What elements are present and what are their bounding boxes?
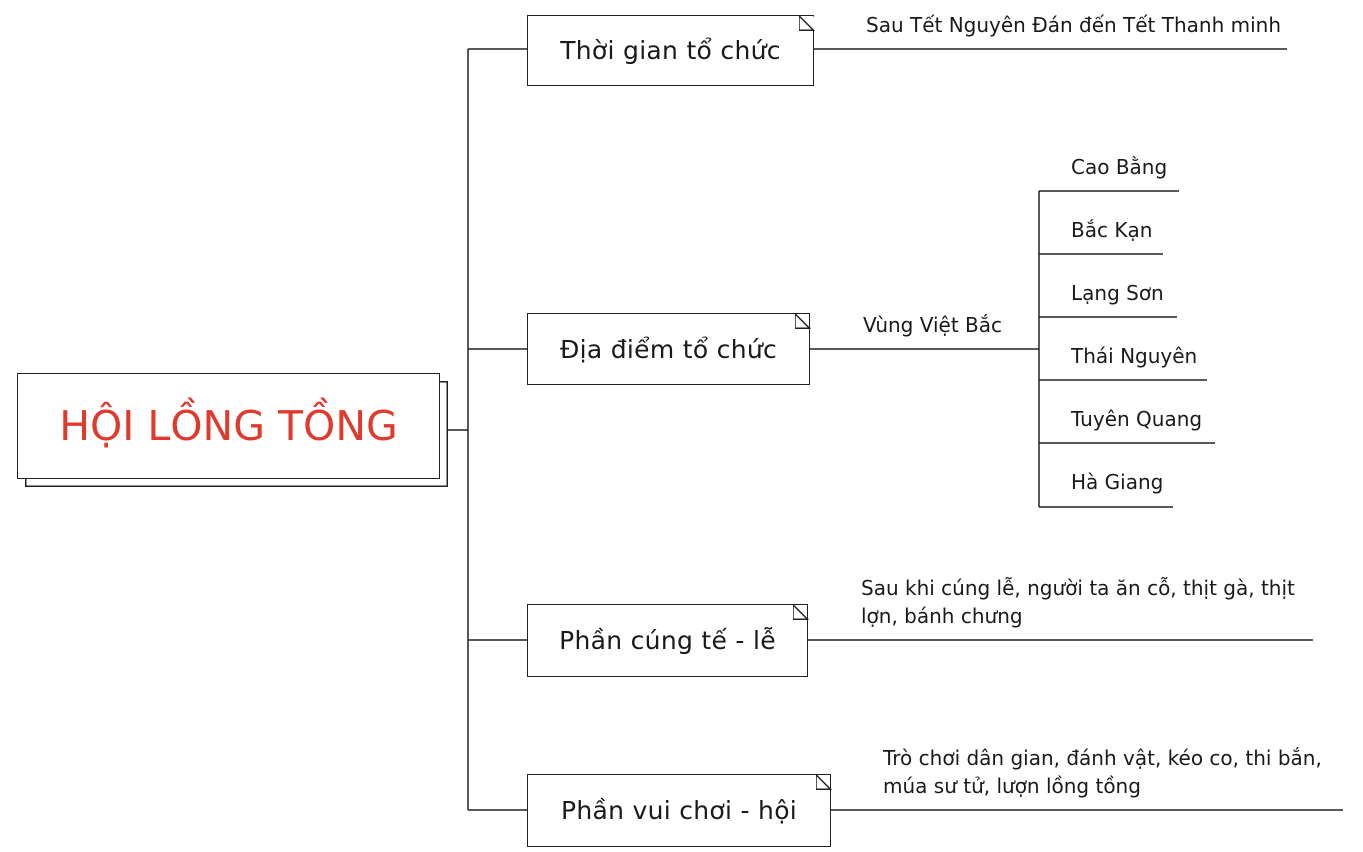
detail-cung-te-line-2: lợn, bánh chưng [861, 604, 1023, 628]
detail-cung-te-line-1: Sau khi cúng lễ, người ta ăn cỗ, thịt gà… [861, 576, 1295, 600]
branch-vui-choi[interactable]: Phần vui chơi - hội [527, 773, 832, 847]
fold-corner-icon [798, 14, 815, 31]
place-item: Lạng Sơn [1071, 281, 1164, 305]
fold-corner-icon [794, 312, 811, 329]
branch-dia-diem[interactable]: Địa điểm tổ chức [527, 312, 811, 385]
branch-cung-te[interactable]: Phần cúng tế - lễ [527, 603, 809, 677]
branch-title: Phần vui chơi - hội [560, 796, 798, 825]
branch-title: Địa điểm tổ chức [559, 334, 778, 364]
fold-corner-icon [815, 773, 832, 790]
central-topic[interactable]: HỘI LỒNG TỒNG [17, 373, 440, 479]
detail-vui-choi-line-1: Trò chơi dân gian, đánh vật, kéo co, thi… [883, 746, 1322, 770]
place-item: Cao Bằng [1071, 155, 1168, 179]
place-item: Hà Giang [1071, 470, 1164, 494]
place-item: Tuyên Quang [1071, 407, 1203, 431]
branch-title: Thời gian tổ chức [560, 36, 781, 65]
detail-thoi-gian: Sau Tết Nguyên Đán đến Tết Thanh minh [866, 13, 1281, 37]
fold-corner-icon [792, 603, 809, 620]
branch-thoi-gian[interactable]: Thời gian tổ chức [527, 14, 815, 86]
detail-vui-choi-line-2: múa sư tử, lượn lồng tồng [883, 774, 1141, 798]
detail-dia-diem: Vùng Việt Bắc [863, 313, 1003, 337]
central-topic-title: HỘI LỒNG TỒNG [59, 402, 398, 450]
branch-title: Phần cúng tế - lễ [559, 626, 776, 655]
place-item: Thái Nguyên [1071, 344, 1198, 368]
place-item: Bắc Kạn [1071, 218, 1153, 242]
